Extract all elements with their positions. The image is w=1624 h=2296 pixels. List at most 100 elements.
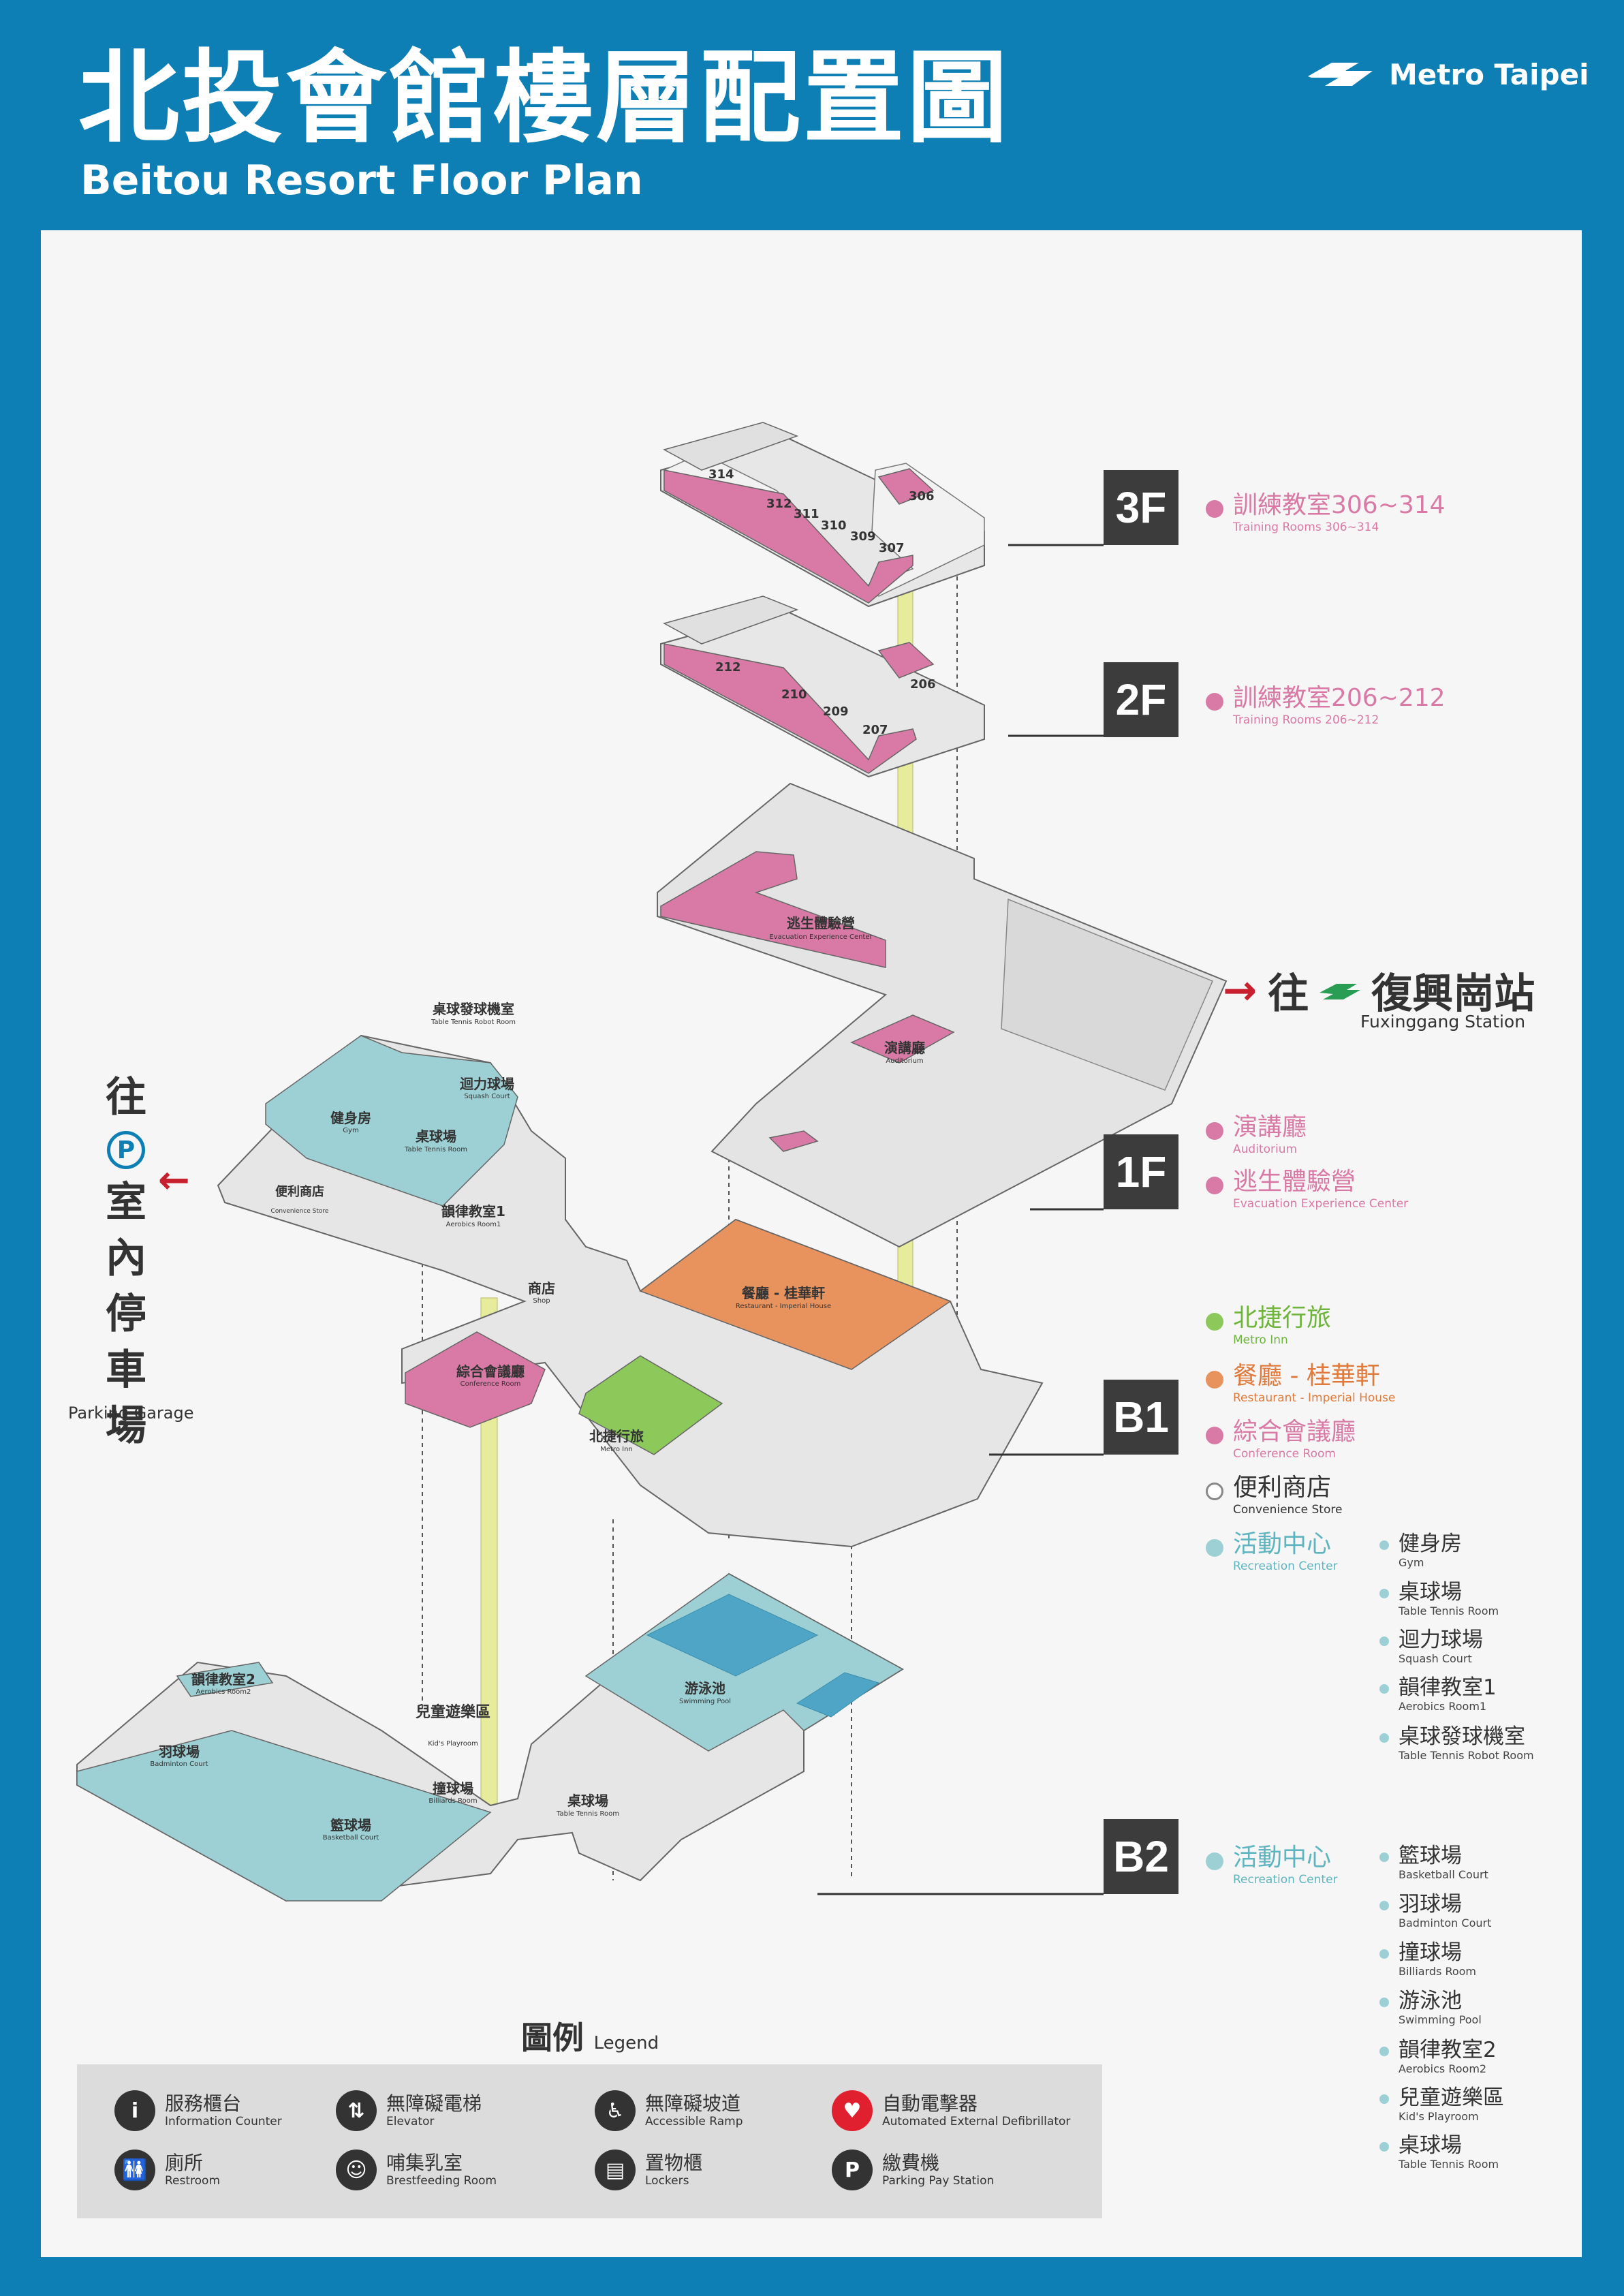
basketball-label-en: Basketball Court bbox=[323, 1834, 379, 1842]
basketball-label: 籃球場 bbox=[330, 1817, 371, 1833]
floor-b2-plan bbox=[76, 1572, 904, 1902]
item-zh: 活動中心 bbox=[1233, 1844, 1332, 1872]
room-314-label: 314 bbox=[708, 467, 734, 482]
billiards-label-en: Billiards Room bbox=[428, 1797, 477, 1805]
aerobics1-label: 韻律教室1 bbox=[441, 1203, 505, 1220]
parking-p-icon: P bbox=[107, 1131, 145, 1169]
pay-station-icon: P bbox=[832, 2150, 873, 2190]
auditorium-label-en: Auditorium bbox=[886, 1057, 923, 1065]
restroom-icon: 🚻 bbox=[114, 2150, 155, 2190]
tt-b1-label: 桌球場 bbox=[416, 1128, 456, 1145]
metro-mark-icon bbox=[1320, 983, 1361, 999]
legend-title: 圖例 Legend bbox=[521, 2019, 659, 2056]
conv-store-label-en: Convenience Store bbox=[271, 1208, 329, 1215]
east-dest-prefix: 往 bbox=[1268, 970, 1309, 1018]
room-309-label: 309 bbox=[850, 529, 876, 544]
item-en: Training Rooms 206~212 bbox=[1233, 713, 1379, 727]
metro-logo-icon bbox=[1308, 63, 1373, 86]
page-title: 北投會館樓層配置圖 bbox=[78, 40, 1010, 157]
item-zh: 綜合會議廳 bbox=[1233, 1418, 1356, 1446]
floor-1f-item-evac: 逃生體驗營 Evacuation Experience Center bbox=[1206, 1167, 1408, 1211]
color-dot bbox=[1206, 500, 1223, 518]
east-arrow-icon: → bbox=[1223, 966, 1258, 1014]
shop-label-en: Shop bbox=[533, 1297, 550, 1305]
squash-label: 迴力球場 bbox=[460, 1076, 514, 1092]
floor-2f-plan bbox=[660, 595, 985, 778]
fuxinggang-destination: → 往 復興崗站 bbox=[1223, 961, 1535, 1020]
parking-garage-destination: 往 P 室內停車場 bbox=[102, 1070, 150, 1454]
floor-1f-plan bbox=[657, 782, 1228, 1248]
item-en: Convenience Store bbox=[1233, 1503, 1343, 1517]
metro-inn-label-en: Metro Inn bbox=[600, 1446, 633, 1453]
item-zh: 活動中心 bbox=[1233, 1530, 1332, 1558]
pool-label-en: Swimming Pool bbox=[679, 1698, 731, 1705]
shop-label: 商店 bbox=[528, 1280, 555, 1297]
color-dot bbox=[1206, 1539, 1223, 1557]
color-dot bbox=[1206, 693, 1223, 711]
floor-tag-2f: 2F bbox=[1104, 662, 1178, 737]
room-307-label: 307 bbox=[879, 541, 905, 555]
west-arrow-icon: ← bbox=[158, 1158, 190, 1203]
kids-label: 兒童遊樂區 bbox=[416, 1703, 490, 1721]
floor-b1-plan bbox=[217, 1034, 1044, 1548]
logo-text: Metro Taipei bbox=[1389, 57, 1589, 91]
item-en: Recreation Center bbox=[1233, 1560, 1338, 1573]
color-dot bbox=[1206, 1371, 1223, 1389]
elevator-icon: ⇅ bbox=[336, 2090, 377, 2131]
tt-b2-label: 桌球場 bbox=[567, 1793, 608, 1809]
room-311-label: 311 bbox=[794, 507, 819, 521]
item-en: Metro Inn bbox=[1233, 1333, 1288, 1347]
gym-label: 健身房 bbox=[330, 1110, 371, 1126]
squash-label-en: Squash Court bbox=[464, 1093, 510, 1100]
east-dest-station: 復興崗站 bbox=[1371, 970, 1535, 1018]
item-zh: 便利商店 bbox=[1233, 1474, 1332, 1502]
tt-robot-label-en: Table Tennis Robot Room bbox=[431, 1019, 516, 1026]
floor-b1-item-conv-store: 便利商店 Convenience Store bbox=[1206, 1473, 1342, 1517]
item-en: Training Rooms 306~314 bbox=[1233, 521, 1379, 534]
aerobics2-label-en: Aerobics Room2 bbox=[196, 1688, 251, 1696]
item-en: Restaurant - Imperial House bbox=[1233, 1391, 1396, 1405]
conference-label: 綜合會議廳 bbox=[456, 1363, 525, 1380]
restaurant-label-en: Restaurant - Imperial House bbox=[736, 1303, 831, 1310]
floor-3f-item: 訓練教室306~314 Training Rooms 306~314 bbox=[1206, 491, 1446, 534]
billiards-label: 撞球場 bbox=[433, 1780, 473, 1797]
room-212-label: 212 bbox=[715, 660, 741, 674]
floor-1f-item-auditorium: 演講廳 Auditorium bbox=[1206, 1113, 1307, 1156]
parking-garage-en: Parking Garage bbox=[68, 1403, 194, 1423]
pool-label: 游泳池 bbox=[685, 1680, 725, 1696]
evac-label: 逃生體驗營 bbox=[787, 915, 855, 931]
floor-b2-item-recreation: 活動中心 Recreation Center bbox=[1206, 1843, 1338, 1887]
item-zh: 演講廳 bbox=[1233, 1113, 1307, 1141]
parking-dest-text: 往 bbox=[106, 1074, 146, 1121]
metro-taipei-logo: Metro Taipei bbox=[1305, 56, 1589, 93]
info-icon: i bbox=[114, 2090, 155, 2131]
locker-icon: ▤ bbox=[595, 2150, 636, 2190]
room-206-label: 206 bbox=[910, 677, 936, 692]
auditorium-label: 演講廳 bbox=[884, 1040, 925, 1056]
tt-robot-label: 桌球發球機室 bbox=[433, 1001, 514, 1017]
item-zh: 逃生體驗營 bbox=[1233, 1168, 1356, 1196]
nursing-icon: ☺ bbox=[336, 2150, 377, 2190]
badminton-label: 羽球場 bbox=[159, 1743, 200, 1760]
wheelchair-icon: ♿ bbox=[595, 2090, 636, 2131]
room-209-label: 209 bbox=[823, 704, 849, 719]
floor-tag-b1: B1 bbox=[1104, 1380, 1178, 1455]
item-en: Conference Room bbox=[1233, 1447, 1336, 1461]
floor-tag-1f: 1F bbox=[1104, 1134, 1178, 1209]
color-dot bbox=[1206, 1427, 1223, 1444]
badminton-label-en: Badminton Court bbox=[150, 1760, 208, 1768]
item-en: Evacuation Experience Center bbox=[1233, 1197, 1409, 1211]
